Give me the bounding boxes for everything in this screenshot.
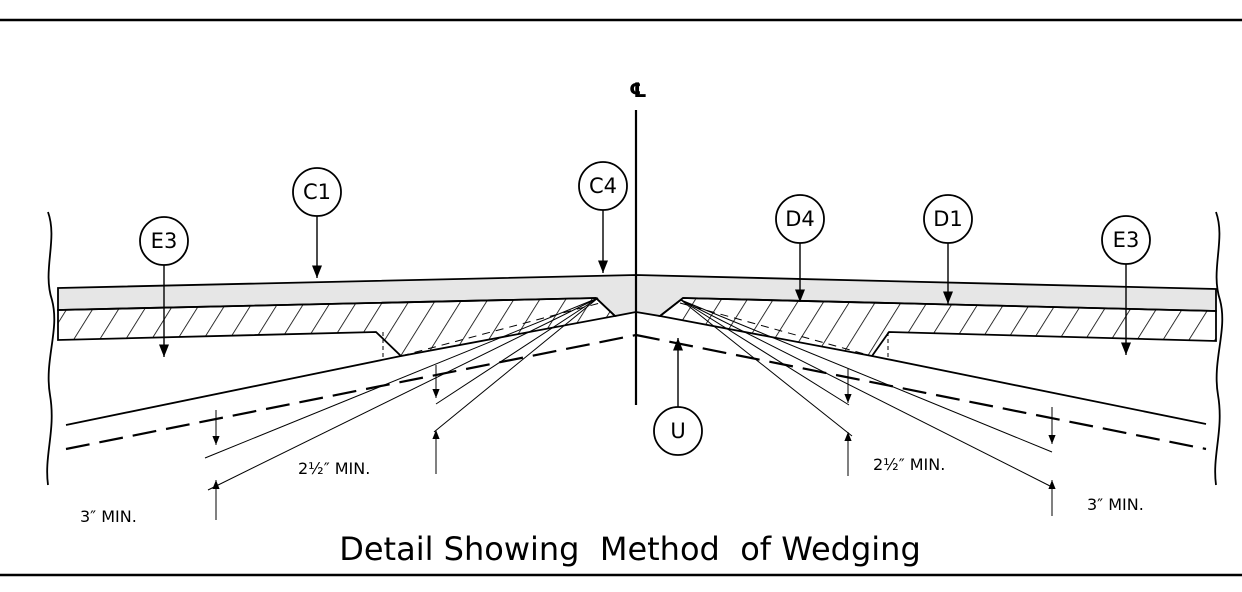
left-break-line [46, 211, 56, 486]
wedge-course-right [657, 297, 1217, 357]
dim-leader [680, 299, 853, 437]
left-dashed-line [65, 333, 637, 451]
dim-label-left-3in: 3″ MIN. [80, 507, 137, 526]
dim-label-right-2half: 2½″ MIN. [873, 455, 945, 474]
right-dashed-line [635, 333, 1207, 451]
callout-u: U [653, 338, 703, 456]
right-break-line [1214, 211, 1224, 486]
svg-text:E3: E3 [1113, 228, 1140, 252]
svg-text:D4: D4 [785, 207, 815, 231]
dim-leader [433, 297, 599, 433]
callout-c1: C1 [292, 167, 342, 278]
dim-label-right-3in: 3″ MIN. [1087, 495, 1144, 514]
callout-d1: D1 [923, 194, 973, 304]
callout-e3-left: E3 [139, 216, 189, 357]
left-extension-dashed [400, 302, 601, 357]
svg-text:C4: C4 [589, 174, 617, 198]
right-extension-dashed [679, 302, 873, 357]
svg-text:D1: D1 [933, 207, 963, 231]
drawing-title: Detail Showing Method of Wedging [339, 530, 921, 568]
dim-leader [204, 297, 599, 459]
callout-e3-right: E3 [1101, 215, 1151, 355]
dim-leader [680, 299, 1051, 487]
dim-leader [435, 297, 599, 405]
dim-leader [680, 299, 850, 406]
callout-d4: D4 [775, 194, 825, 302]
dim-leader [680, 299, 1053, 453]
svg-text:U: U [670, 419, 685, 443]
left-surface-line [65, 355, 402, 426]
svg-text:C1: C1 [303, 180, 331, 204]
dim-label-left-2half: 2½″ MIN. [298, 459, 370, 478]
right-surface-line [871, 355, 1207, 425]
callout-c4: C4 [578, 161, 628, 273]
svg-text:E3: E3 [151, 229, 178, 253]
centerline-label: ℄ [629, 78, 647, 102]
dim-leader [207, 297, 599, 491]
